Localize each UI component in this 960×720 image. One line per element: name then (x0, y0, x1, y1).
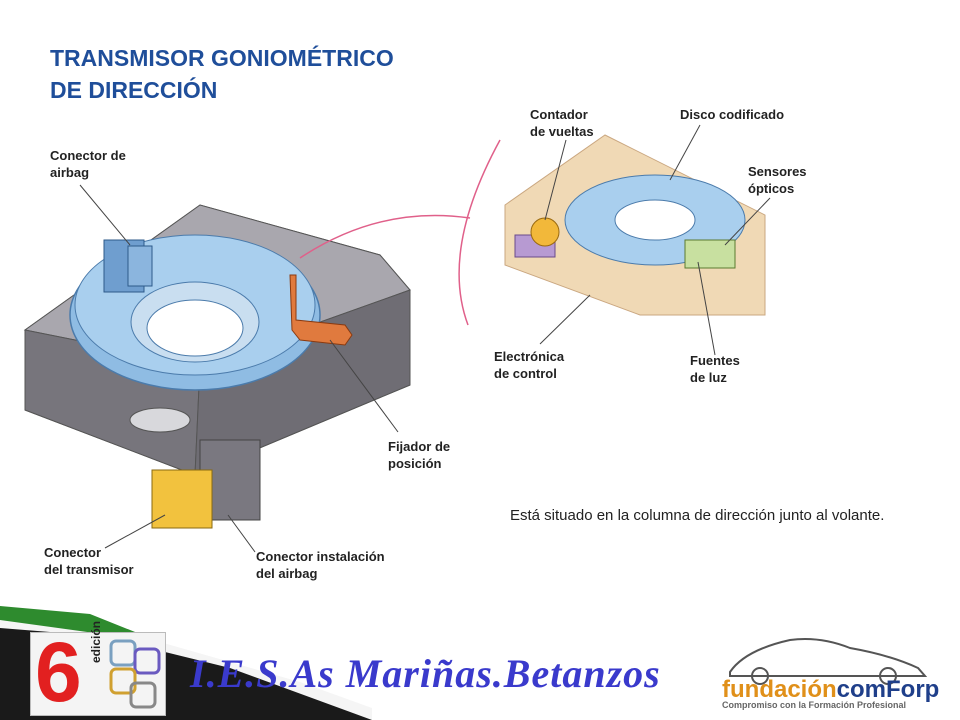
car-logo-icon (729, 638, 928, 677)
title-line-2: DE DIRECCIÓN (50, 77, 218, 103)
title-line-1: TRANSMISOR GONIOMÉTRICO (50, 45, 394, 71)
puzzle-icon (109, 639, 161, 709)
turn-counter-gear (530, 217, 560, 247)
description-text: Está situado en la columna de dirección … (510, 507, 885, 524)
label-coded-disc: Disco codificado (680, 107, 785, 122)
optical-sensors-block (684, 239, 736, 269)
edition-badge: 6 edición (30, 621, 166, 717)
foundation-logo-subtitle: Compromiso con la Formación Profesional (722, 700, 907, 710)
edition-number: 6 (35, 625, 82, 719)
foundation-logo-name: fundacióncomForp (722, 676, 940, 703)
position-lock (289, 274, 353, 346)
school-name: I.E.S.As Mariñas.Betanzos (190, 651, 661, 696)
transmitter-connector (151, 469, 213, 529)
page-title: TRANSMISOR GONIOMÉTRICO DE DIRECCIÓN (50, 42, 394, 106)
detail-illustration (504, 134, 766, 316)
